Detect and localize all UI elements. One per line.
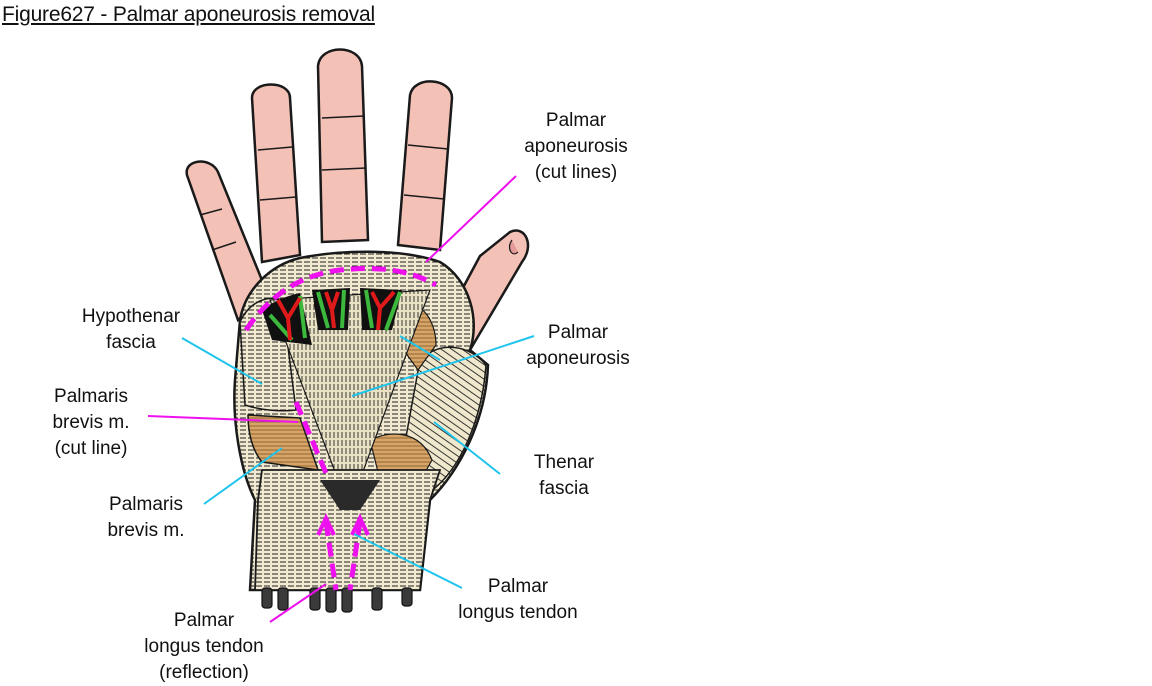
- pointer-lines: [147, 175, 535, 623]
- digital-arteries: [276, 290, 396, 341]
- label-palmar-aponeurosis-cut-lines: Palmar aponeurosis (cut lines): [524, 110, 628, 183]
- label-hypothenar-fascia: Hypothenar fascia: [81, 306, 181, 353]
- palm: [233, 250, 490, 613]
- pointer-palmar-aponeurosis: [351, 335, 535, 397]
- tendon-reflection-right: [347, 521, 363, 591]
- label-palmar-longus-tendon: Palmar longus tendon: [458, 576, 578, 623]
- tendon-stubs: [261, 587, 413, 613]
- finger-little: [185, 160, 270, 323]
- figure-title: Figure627 - Palmar aponeurosis removal: [2, 3, 375, 26]
- palmaris-brevis-region: [247, 414, 320, 471]
- pointer-palmar-longus-tendon: [353, 533, 463, 589]
- palmaris-brevis-cut: [293, 401, 331, 479]
- finger-ring: [250, 83, 302, 264]
- label-palmar-aponeurosis: Palmar aponeurosis: [526, 322, 630, 369]
- aponeurosis-cut-arc: [243, 266, 438, 332]
- tendon-reflection-left: [323, 521, 339, 591]
- pointer-thenar-fascia: [433, 421, 501, 475]
- cut-lines: [243, 266, 438, 591]
- label-palmar-longus-tendon-reflection: Palmar longus tendon (reflection): [144, 610, 264, 683]
- wrist-region: [254, 469, 442, 591]
- pointer-aponeurosis-cut-lines: [425, 175, 517, 263]
- label-palmaris-brevis-cut-line: Palmaris brevis m. (cut line): [52, 386, 130, 459]
- finger-index: [396, 80, 454, 252]
- reflection-arrowheads: [316, 513, 370, 536]
- label-thenar-fascia: Thenar fascia: [533, 452, 595, 499]
- label-palmaris-brevis: Palmaris brevis m.: [107, 494, 185, 541]
- pointer-hypothenar-fascia: [181, 337, 263, 385]
- pointer-palmaris-brevis: [203, 447, 283, 505]
- finger-middle: [316, 48, 370, 244]
- pointer-palmar-longus-reflection: [269, 583, 327, 623]
- pointer-palmaris-brevis-cut-line: [147, 415, 299, 423]
